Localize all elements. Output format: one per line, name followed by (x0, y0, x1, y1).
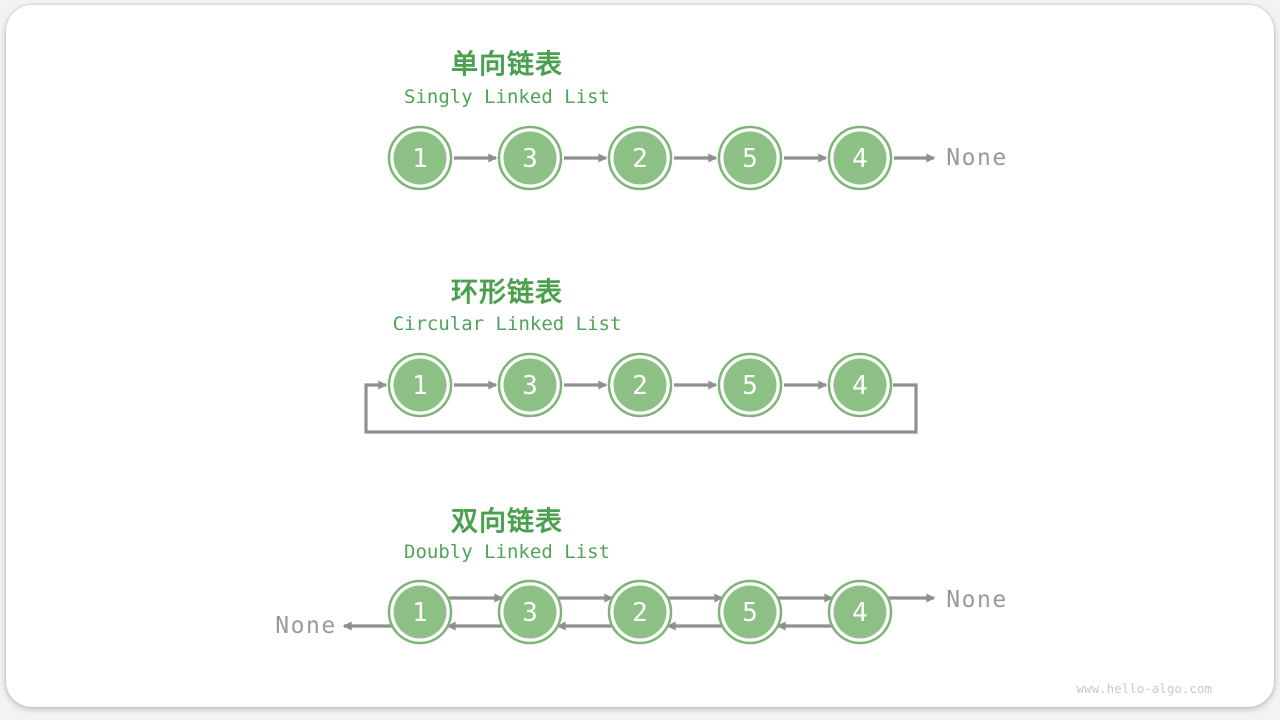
node-value: 3 (522, 144, 538, 174)
doubly-tail-none-label: None (946, 587, 1008, 613)
singly-title-en: Singly Linked List (404, 86, 610, 108)
cycle-back-arrow (364, 380, 918, 434)
doubly-title-en: Doubly Linked List (404, 541, 610, 563)
node-value: 4 (852, 371, 868, 401)
node-value: 2 (632, 598, 648, 628)
node-body (723, 585, 777, 639)
list-node: 5 (717, 352, 783, 418)
node-value: 1 (412, 371, 428, 401)
list-node: 4 (827, 125, 893, 191)
list-node: 1 (387, 125, 453, 191)
list-node: 1 (387, 579, 453, 645)
singly-tail-none-label: None (946, 145, 1008, 171)
node-value: 1 (412, 144, 428, 174)
node-value: 2 (632, 144, 648, 174)
list-node: 4 (827, 579, 893, 645)
list-node: 5 (717, 579, 783, 645)
circular-title-zh: 环形链表 (451, 277, 563, 308)
list-node: 2 (607, 579, 673, 645)
node-body (613, 131, 667, 185)
doubly-linked-list-diagram: 1 3 2 5 4 (342, 579, 936, 645)
node-body (503, 131, 557, 185)
doubly-head-none-label: None (275, 613, 337, 639)
list-node: 3 (497, 352, 563, 418)
singly-title-zh: 单向链表 (451, 49, 563, 80)
watermark-url: www.hello-algo.com (1076, 681, 1212, 696)
list-node: 2 (607, 352, 673, 418)
node-body (393, 358, 447, 412)
list-node: 5 (717, 125, 783, 191)
doubly-title-zh: 双向链表 (451, 506, 563, 537)
list-node: 2 (607, 125, 673, 191)
circular-title-en: Circular Linked List (392, 313, 622, 335)
node-body (723, 358, 777, 412)
node-body (393, 585, 447, 639)
node-value: 3 (522, 598, 538, 628)
list-node: 3 (497, 125, 563, 191)
node-value: 2 (632, 371, 648, 401)
node-value: 3 (522, 371, 538, 401)
node-value: 5 (742, 371, 758, 401)
node-body (613, 358, 667, 412)
list-node: 4 (827, 352, 893, 418)
node-body (503, 585, 557, 639)
node-value: 4 (852, 598, 868, 628)
node-body (833, 131, 887, 185)
list-node: 1 (387, 352, 453, 418)
node-body (833, 358, 887, 412)
node-body (613, 585, 667, 639)
singly-linked-list-diagram: 1 3 2 5 4 (387, 125, 936, 191)
circular-linked-list-diagram: 1 3 2 5 4 (364, 352, 918, 434)
node-value: 5 (742, 598, 758, 628)
node-value: 5 (742, 144, 758, 174)
node-value: 1 (412, 598, 428, 628)
node-value: 4 (852, 144, 868, 174)
node-body (503, 358, 557, 412)
node-body (723, 131, 777, 185)
node-body (833, 585, 887, 639)
node-body (393, 131, 447, 185)
list-node: 3 (497, 579, 563, 645)
